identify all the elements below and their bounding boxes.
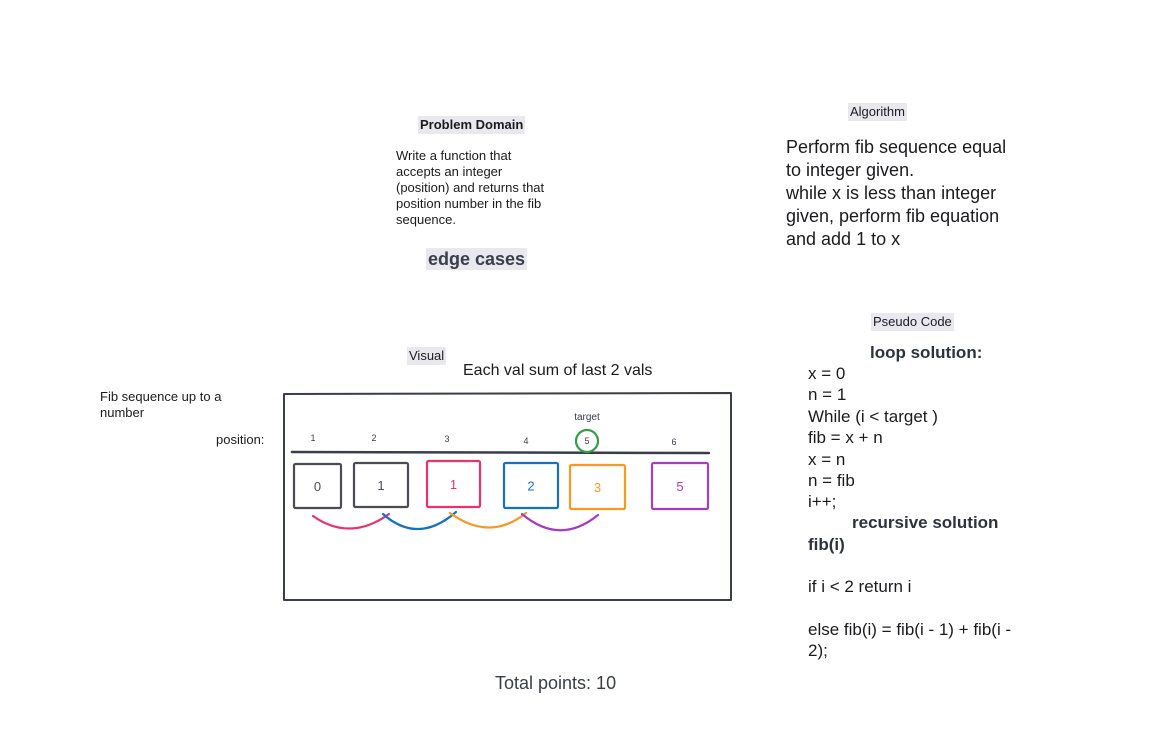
value-box (292, 462, 343, 510)
problem-domain-title: Problem Domain (418, 116, 526, 134)
value-number: 2 (527, 479, 534, 494)
visual-subtitle: Each val sum of last 2 vals (463, 362, 653, 379)
value-box (650, 461, 710, 511)
edge-cases-heading: edge cases (426, 248, 528, 270)
position-number: 5 (584, 436, 589, 446)
algorithm-line: and add 1 to x (786, 229, 901, 249)
code-line: else fib(i) = fib(i - 1) + fib(i - (808, 620, 1012, 639)
value-number: 1 (450, 477, 457, 492)
problem-domain-line: Write a function that (396, 148, 512, 163)
algorithm-line: to integer given. (786, 160, 915, 180)
sum-arc (311, 512, 391, 530)
sum-arc (381, 510, 458, 531)
loop-solution-heading: loop solution: (870, 343, 983, 362)
code-line: x = 0 (808, 364, 846, 383)
sum-arc (448, 511, 528, 529)
problem-domain-line: accepts an integer (396, 164, 503, 179)
code-line: fib = x + n (808, 428, 883, 448)
algorithm-text: Perform fib sequence equal to integer gi… (786, 136, 1046, 251)
value-box (425, 459, 482, 509)
recursive-base-case: if i < 2 return i (808, 577, 912, 596)
position-divider-line (290, 450, 711, 455)
visual-note: Fib sequence up to a number (100, 389, 250, 421)
value-box (568, 463, 627, 511)
position-number: 4 (523, 436, 528, 446)
algorithm-line: Perform fib sequence equal (786, 137, 1007, 157)
recursive-solution-heading: recursive solution (852, 513, 999, 532)
code-line: 2); (808, 641, 828, 661)
target-circle (574, 428, 600, 454)
total-points: Total points: 10 (495, 673, 617, 693)
problem-domain-line: (position) and returns that (396, 180, 545, 195)
position-number: 6 (671, 437, 676, 447)
visual-title: Visual (407, 347, 447, 365)
value-number: 1 (377, 478, 384, 493)
algorithm-title: Algorithm (848, 103, 907, 121)
sum-arc (520, 512, 600, 532)
loop-solution-code: x = 0 n = 1 While (i < target ) fib = x … (808, 363, 938, 513)
recursive-else-case: else fib(i) = fib(i - 1) + fib(i - 2); (808, 619, 1011, 662)
recursive-function-name: fib(i) (808, 535, 845, 554)
code-line: n = 1 (808, 385, 847, 405)
value-number: 3 (594, 480, 601, 495)
value-number: 0 (314, 479, 321, 494)
algorithm-line: given, perform fib equation (786, 206, 1000, 226)
pseudo-code-title: Pseudo Code (871, 313, 954, 331)
problem-domain-line: position number in the fib (396, 196, 542, 211)
problem-domain-description: Write a function that accepts an integer… (396, 148, 571, 228)
algorithm-line: while x is less than integer (786, 183, 997, 203)
visual-note-line: number (100, 405, 145, 420)
position-number: 3 (444, 434, 449, 444)
target-label: target (574, 412, 600, 423)
code-line: While (i < target ) (808, 406, 938, 426)
position-number: 2 (371, 433, 376, 443)
value-number: 5 (676, 479, 683, 494)
value-box (352, 461, 410, 509)
visual-note-line: Fib sequence up to a (100, 389, 222, 404)
problem-domain-line: sequence. (396, 212, 456, 227)
code-line: n = fib (808, 471, 855, 491)
code-line: x = n (808, 449, 846, 469)
position-label: position: (216, 432, 265, 447)
code-line: i++; (808, 492, 837, 512)
position-number: 1 (310, 433, 315, 443)
visual-frame (283, 392, 732, 601)
value-box (502, 461, 560, 510)
